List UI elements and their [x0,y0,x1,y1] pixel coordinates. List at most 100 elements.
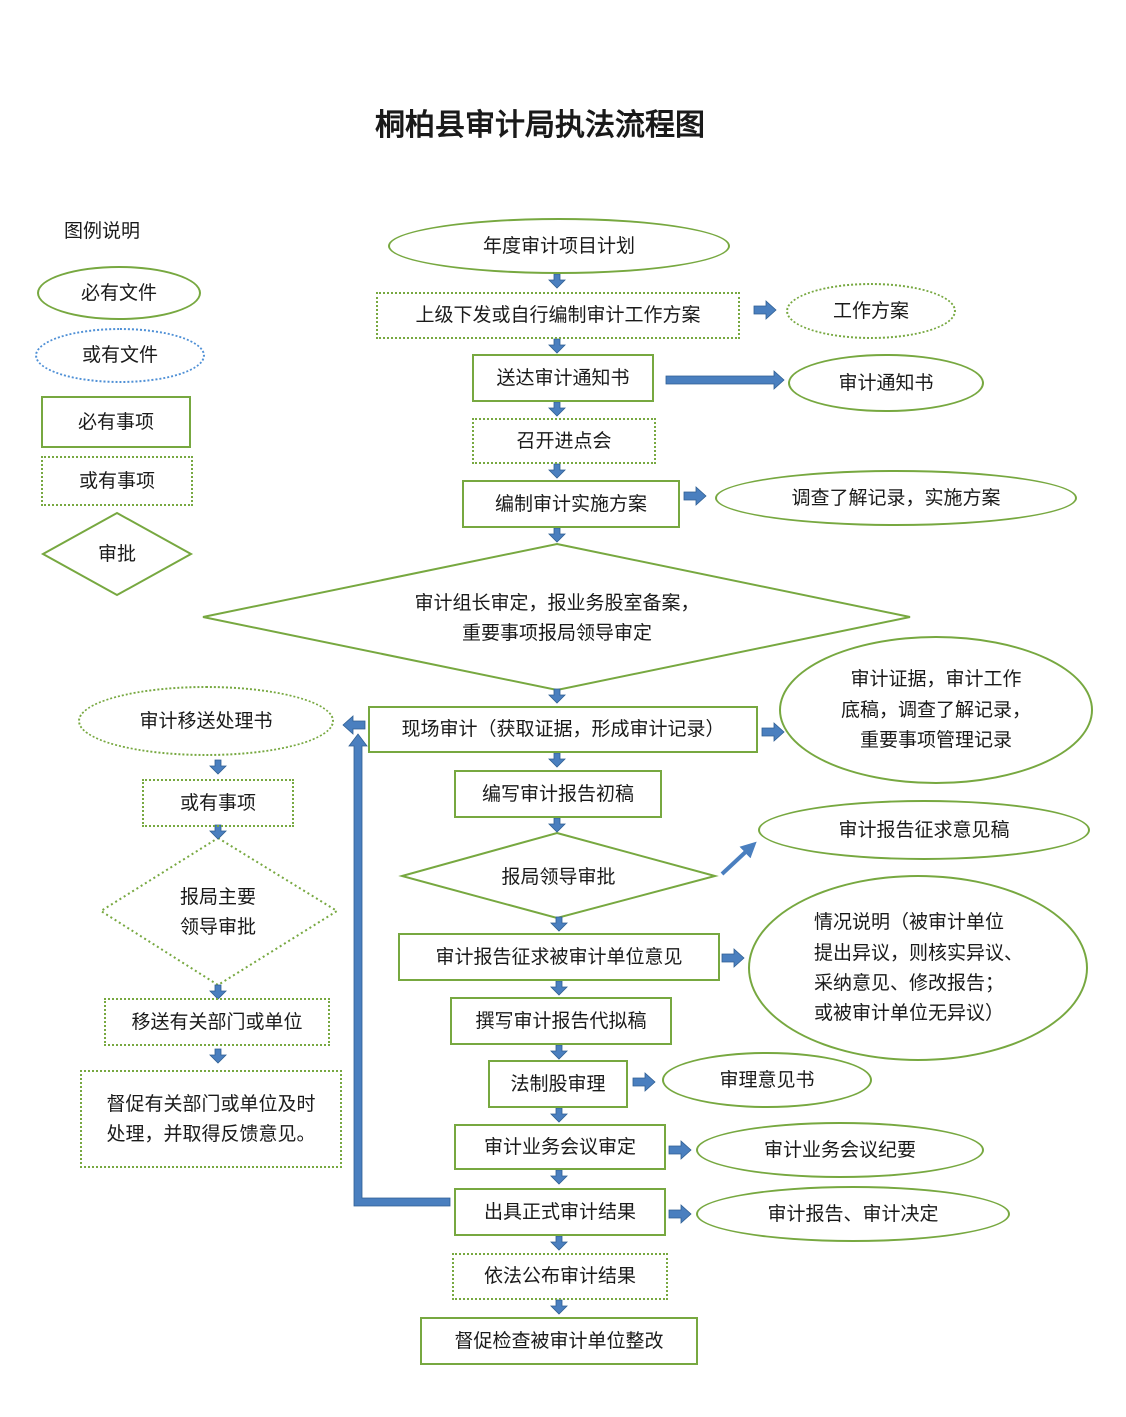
work-plan-doc-label: 工作方案 [832,299,909,322]
evidence-doc: 审计证据，审计工作 底稿，调查了解记录， 重要事项管理记录 [779,636,1093,784]
arrow-down [548,338,566,354]
arrow-diagonal [720,841,757,876]
field-audit-label: 现场审计（获取证据，形成审计记录） [401,718,725,741]
legend-required-item-label: 必有事项 [77,410,154,433]
legend-approval-label: 审批 [97,542,136,565]
report-decision-doc: 审计报告、审计决定 [696,1186,1010,1242]
publish-result-node: 依法公布审计结果 [452,1253,668,1300]
opinion-draft-doc: 审计报告征求意见稿 [758,800,1090,860]
arrow-down [550,916,568,932]
arrow-down [550,1169,568,1185]
field-audit-node: 现场审计（获取证据，形成审计记录） [368,706,758,753]
arrow-down [548,273,566,289]
arrow-right [761,722,785,742]
arrow-down [550,1107,568,1123]
arrow-down [548,817,566,833]
arrow-right [665,370,785,390]
publish-result-label: 依法公布审计结果 [483,1265,636,1288]
rectification-node: 督促检查被审计单位整改 [420,1317,698,1365]
survey-record-doc: 调查了解记录，实施方案 [715,470,1077,526]
arrow-right [632,1072,656,1092]
proxy-draft-node: 撰写审计报告代拟稿 [450,997,672,1045]
legend-approval-diamond [40,511,194,597]
solicit-opinion-label: 审计报告征求被审计单位意见 [435,945,683,968]
main-flow-arrows [548,273,568,1315]
meeting-minutes-doc-label: 审计业务会议纪要 [763,1138,916,1161]
bureau-approval-label: 报局领导审批 [501,865,616,888]
work-plan-prep-label: 上级下发或自行编制审计工作方案 [415,304,701,327]
audit-notice-doc-label: 审计通知书 [838,371,934,394]
arrow-down [209,824,227,840]
transfer-doc-label: 审计移送处理书 [139,709,273,732]
leader-review-label: 审计组长审定，报业务股室备案， 重要事项报局领导审定 [414,591,700,644]
report-decision-doc-label: 审计报告、审计决定 [767,1202,939,1225]
entry-meeting-node: 召开进点会 [472,418,656,464]
arrow-right [668,1140,692,1160]
business-meeting-label: 审计业务会议审定 [483,1135,636,1158]
transfer-dept-node: 移送有关部门或单位 [104,998,330,1046]
situation-doc-label: 情况说明（被审计单位 提出异议，则核实异议、 采纳意见、修改报告； 或被审计单位… [814,911,1024,1025]
arrow-right [753,300,777,320]
arrow-down [548,752,566,768]
return-arrow [348,733,451,1207]
legal-review-node: 法制股审理 [488,1060,628,1108]
work-plan-prep-node: 上级下发或自行编制审计工作方案 [376,292,740,339]
draft-report-label: 编写审计报告初稿 [481,782,634,805]
arrow-down [548,463,566,479]
arrow-right [683,486,707,506]
chief-approval-label: 报局主要 领导审批 [179,885,256,938]
arrow-down [550,1235,568,1251]
transfer-doc: 审计移送处理书 [78,686,334,756]
legend-required-doc: 必有文件 [37,266,201,320]
survey-record-doc-label: 调查了解记录，实施方案 [791,486,1001,509]
arrow-down [209,759,227,775]
transfer-dept-label: 移送有关部门或单位 [131,1010,303,1033]
rectification-label: 督促检查被审计单位整改 [454,1329,664,1352]
impl-plan-node: 编制审计实施方案 [462,480,680,528]
formal-result-label: 出具正式审计结果 [483,1200,636,1223]
impl-plan-label: 编制审计实施方案 [494,492,647,515]
opinion-draft-doc-label: 审计报告征求意见稿 [838,818,1010,841]
meeting-minutes-doc: 审计业务会议纪要 [696,1122,984,1178]
branch-optional-item-label: 或有事项 [179,791,256,814]
urge-feedback-label: 督促有关部门或单位及时 处理，并取得反馈意见。 [106,1092,316,1145]
arrow-right [668,1204,692,1224]
arrow-down [209,984,227,1000]
legal-review-label: 法制股审理 [510,1072,606,1095]
review-opinion-doc-label: 审理意见书 [719,1068,815,1091]
formal-result-node: 出具正式审计结果 [454,1188,666,1236]
legend-required-doc-label: 必有文件 [80,281,157,304]
solicit-opinion-node: 审计报告征求被审计单位意见 [398,933,720,981]
legend-heading: 图例说明 [64,220,141,242]
arrow-left [342,715,366,735]
arrow-down [550,1044,568,1060]
arrow-down [548,527,566,543]
branch-arrows [209,759,227,1064]
send-notice-label: 送达审计通知书 [496,366,630,389]
page-title: 桐柏县审计局执法流程图 [375,108,705,143]
send-notice-node: 送达审计通知书 [472,354,654,402]
legend-optional-doc-label: 或有文件 [81,344,158,367]
review-opinion-doc: 审理意见书 [662,1052,872,1108]
evidence-doc-label: 审计证据，审计工作 底稿，调查了解记录， 重要事项管理记录 [840,668,1031,752]
arrow-down [550,1299,568,1315]
output-arrows [342,300,785,1224]
arrow-right [721,948,745,968]
branch-optional-item: 或有事项 [142,779,294,827]
annual-plan-label: 年度审计项目计划 [482,234,635,257]
urge-feedback-node: 督促有关部门或单位及时 处理，并取得反馈意见。 [80,1070,342,1168]
arrow-down [550,980,568,996]
legend-optional-item-label: 或有事项 [78,469,155,492]
proxy-draft-label: 撰写审计报告代拟稿 [475,1009,647,1032]
arrow-down [548,401,566,417]
legend-optional-item: 或有事项 [41,456,193,506]
draft-report-node: 编写审计报告初稿 [454,770,662,818]
legend-required-item: 必有事项 [41,396,191,448]
entry-meeting-label: 召开进点会 [516,429,612,452]
annual-plan-node: 年度审计项目计划 [388,218,730,274]
business-meeting-node: 审计业务会议审定 [454,1124,666,1170]
arrow-down [548,688,566,704]
legend-optional-doc: 或有文件 [35,328,205,383]
situation-doc: 情况说明（被审计单位 提出异议，则核实异议、 采纳意见、修改报告； 或被审计单位… [748,875,1088,1061]
